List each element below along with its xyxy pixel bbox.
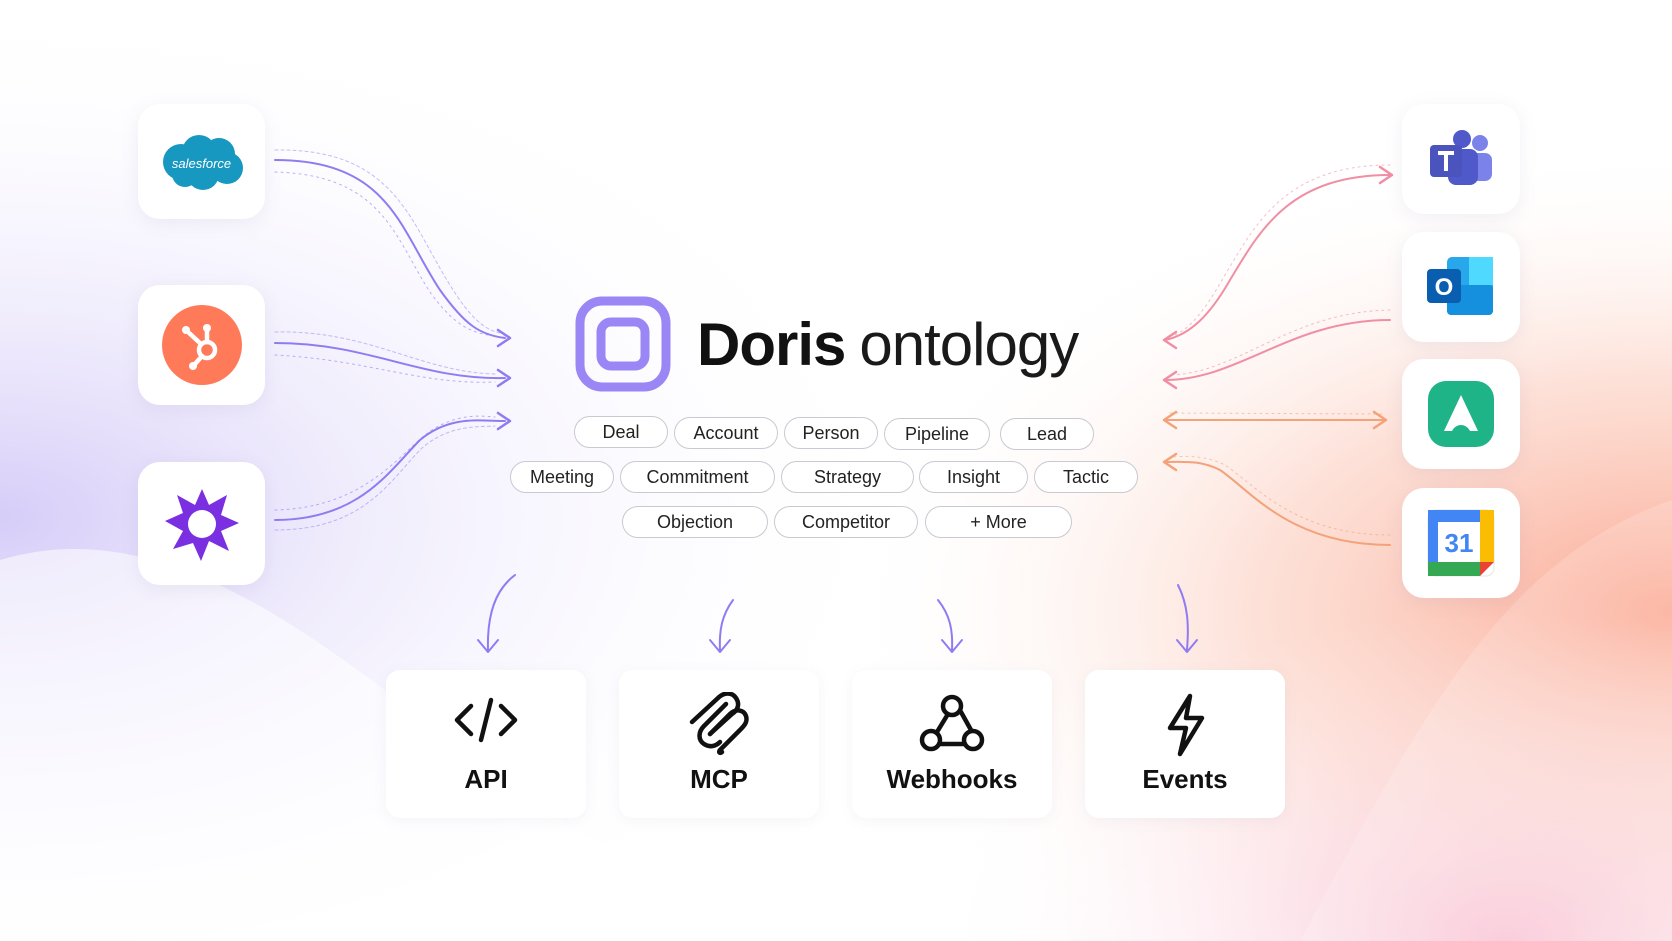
outlook-letter: O [1435,274,1454,301]
code-icon [454,697,518,743]
mcp-icon [689,692,749,756]
salesforce-icon [162,134,243,190]
entity-chip-person[interactable]: Person [784,417,878,449]
entity-chip-objection[interactable]: Objection [622,506,768,538]
output-card-mcp[interactable]: MCP [619,670,819,818]
entity-chip-meeting[interactable]: Meeting [510,461,614,493]
calendar-day: 31 [1445,528,1474,558]
brand-name-light: ontology [859,310,1079,378]
entity-chip-lead[interactable]: Lead [1000,418,1094,450]
output-card-events[interactable]: Events [1085,670,1285,818]
lightning-icon [1167,693,1205,757]
entity-chip-account[interactable]: Account [674,417,778,449]
microsoft-teams-icon [1430,130,1492,185]
gong-icon [164,488,239,561]
entity-chip-deal[interactable]: Deal [574,416,668,448]
google-calendar-icon: 31 [1427,509,1495,577]
outlook-icon: O [1427,257,1493,315]
hubspot-tile[interactable] [138,285,265,405]
entity-chip-more[interactable]: + More [925,506,1072,538]
output-label-events: Events [1142,764,1228,794]
doris-logo-icon [575,296,671,392]
microsoft-teams-tile[interactable] [1402,104,1520,214]
entity-chip-insight[interactable]: Insight [919,461,1028,493]
webhook-icon [919,694,985,752]
entity-chip-commitment[interactable]: Commitment [620,461,775,493]
outlook-tile[interactable]: O [1402,232,1520,342]
brand-name-bold: Doris [697,310,846,378]
output-label-webhooks: Webhooks [886,764,1018,794]
entity-chip-strategy[interactable]: Strategy [781,461,914,493]
attio-tile[interactable] [1402,359,1520,469]
output-card-api[interactable]: API [386,670,586,818]
entity-chip-tactic[interactable]: Tactic [1034,461,1138,493]
salesforce-tile[interactable]: salesforce [138,104,265,219]
gong-tile[interactable] [138,462,265,585]
salesforce-label: salesforce [171,156,232,171]
hubspot-icon [161,305,242,385]
attio-icon [1428,381,1494,447]
output-card-webhooks[interactable]: Webhooks [852,670,1052,818]
entity-chip-pipeline[interactable]: Pipeline [884,418,990,450]
entity-chip-competitor[interactable]: Competitor [774,506,918,538]
google-calendar-tile[interactable]: 31 [1402,488,1520,598]
output-label-api: API [464,764,508,794]
output-label-mcp: MCP [690,764,748,794]
